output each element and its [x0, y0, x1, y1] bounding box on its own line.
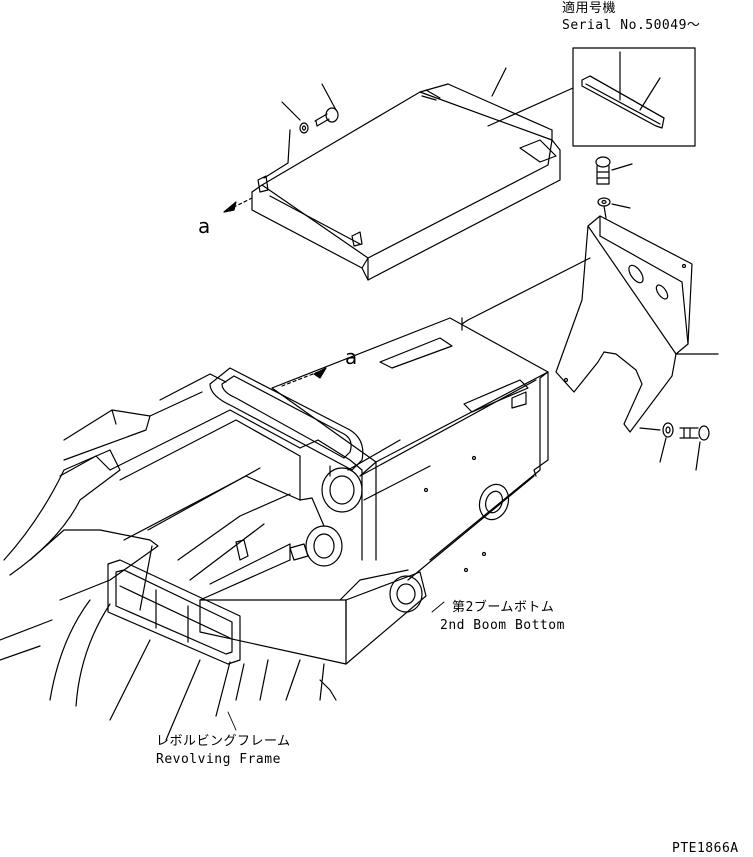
serial-label-en: Serial No.50049～: [562, 18, 701, 33]
drawing-code: PTE1866A: [672, 841, 739, 856]
view-a-label-lower: a: [345, 345, 358, 369]
revolving-frame: [0, 368, 426, 740]
serial-label-jp: 適用号機: [562, 1, 617, 16]
boom-bottom-label-jp: 第2ブームボトム: [452, 600, 555, 615]
serial-inset-box: [488, 48, 695, 146]
revolving-frame-label-en: Revolving Frame: [156, 752, 281, 767]
view-a-label-upper: a: [198, 214, 211, 238]
bolt-upper-left: [315, 84, 338, 126]
boom-bottom-box: [272, 318, 548, 580]
revolving-frame-label-jp: レボルビングフレーム: [156, 734, 291, 749]
washer-upper-left: [282, 102, 308, 133]
right-bracket: [556, 157, 718, 470]
screw-bracket-top: [596, 157, 632, 184]
washer-bracket-bottom: [660, 423, 673, 462]
upper-cover: [224, 68, 560, 280]
screw-bracket-bottom: [680, 426, 709, 470]
boom-bottom-label-en: 2nd Boom Bottom: [440, 618, 565, 633]
washer-bracket-top: [598, 198, 630, 208]
